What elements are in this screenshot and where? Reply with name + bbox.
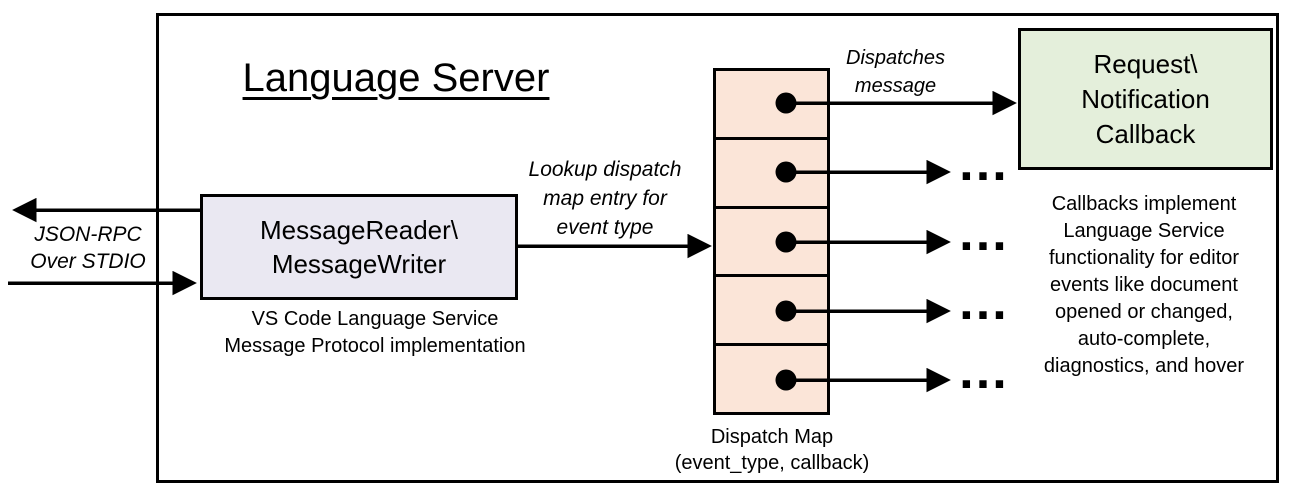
callbacks-description: Callbacks implement Language Service fun… bbox=[1043, 193, 1245, 377]
dispatch-map-cell bbox=[716, 274, 827, 344]
json-rpc-stdio-label: JSON-RPC Over STDIO bbox=[30, 223, 146, 273]
ellipsis-icon: … bbox=[957, 342, 1011, 400]
dispatch-map bbox=[713, 68, 830, 415]
ellipsis-icon: … bbox=[957, 273, 1011, 331]
ellipsis-icon: … bbox=[957, 204, 1011, 262]
dispatches-message-label: Dispatches message bbox=[846, 47, 945, 97]
dispatch-map-cell bbox=[716, 205, 827, 275]
dispatch-map-cell bbox=[716, 136, 827, 206]
ellipsis-icon: … bbox=[957, 134, 1011, 192]
diagram-title: Language Server bbox=[242, 56, 550, 100]
language-server-boundary-box bbox=[156, 13, 1279, 483]
dispatch-map-cell bbox=[716, 343, 827, 412]
dispatch-map-caption: Dispatch Map (event_type, callback) bbox=[674, 426, 870, 474]
message-reader-writer-box: MessageReader\ MessageWriter bbox=[200, 194, 518, 300]
dispatch-map-cell bbox=[716, 71, 827, 137]
reader-writer-caption: VS Code Language Service Message Protoco… bbox=[224, 308, 526, 357]
request-notification-callback-box: Request\ Notification Callback bbox=[1018, 28, 1273, 170]
lookup-dispatch-label: Lookup dispatch map entry for event type bbox=[528, 158, 682, 239]
